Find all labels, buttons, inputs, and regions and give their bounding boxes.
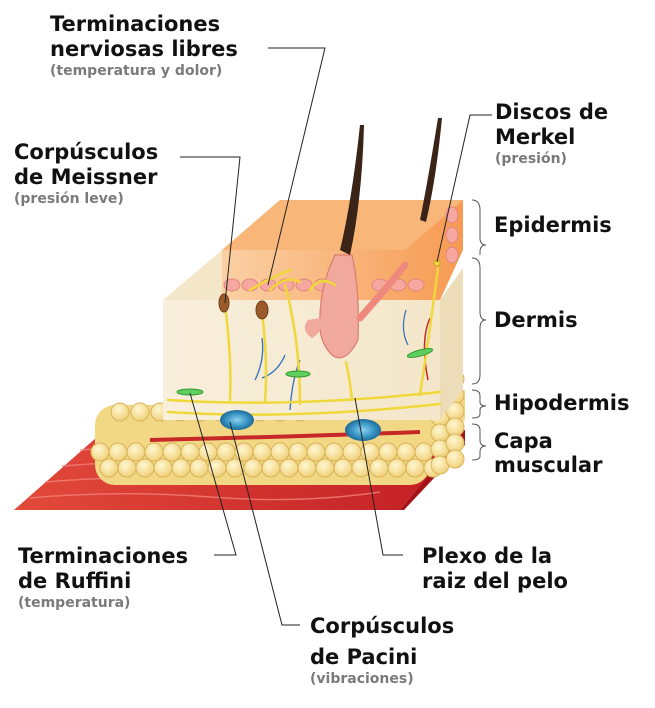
- fat-cell: [198, 442, 218, 462]
- fat-cell: [108, 442, 128, 462]
- fat-cell: [90, 442, 110, 462]
- fat-cell: [333, 458, 353, 478]
- pacini-line2: de Pacini: [310, 645, 418, 669]
- fat-cell: [252, 442, 272, 462]
- fat-cell: [130, 402, 150, 422]
- fat-cell: [387, 458, 407, 478]
- layer-brackets: [471, 199, 487, 461]
- fat-cell: [126, 442, 146, 462]
- fat-cell: [279, 458, 299, 478]
- label-meissner: Corpúsculos de Meissner (presión leve): [14, 140, 158, 208]
- meissner-line1: Corpúsculos: [14, 140, 159, 164]
- fat-cell: [99, 458, 119, 478]
- fat-cell: [342, 442, 362, 462]
- pacini-sub: (vibraciones): [310, 671, 414, 687]
- pacini-line1: Corpúsculos: [310, 614, 455, 638]
- muscle-line1: Capa: [494, 429, 553, 453]
- hair-follicle: [304, 118, 442, 359]
- fat-cell: [445, 449, 465, 469]
- meissner-sub: (presión leve): [14, 191, 124, 207]
- ruffini-line1: Terminaciones: [18, 544, 189, 568]
- muscle-line2: muscular: [494, 453, 603, 477]
- layer-label-hypodermis: Hipodermis: [494, 391, 630, 415]
- fat-cell: [110, 402, 130, 422]
- meissner-line2: de Meissner: [14, 165, 158, 189]
- pacini-corpuscles: [220, 410, 381, 441]
- label-hair-plexus: Plexo de la raiz del pelo: [422, 544, 568, 594]
- label-pacini: Corpúsculos de Pacini (vibraciones): [310, 614, 454, 688]
- fat-cell: [369, 458, 389, 478]
- fat-cell: [135, 458, 155, 478]
- meissner-corpuscles: [218, 293, 269, 320]
- layer-label-epidermis: Epidermis: [494, 213, 612, 237]
- hair-plexus-line2: raiz del pelo: [422, 569, 568, 593]
- label-ruffini: Terminaciones de Ruffini (temperatura): [18, 544, 188, 612]
- fat-cell: [414, 442, 434, 462]
- fat-cell: [216, 442, 236, 462]
- free-endings-sub: (temperatura y dolor): [50, 63, 223, 79]
- ruffini-sub: (temperatura): [18, 595, 131, 611]
- fat-cell: [324, 442, 344, 462]
- fat-cell: [117, 458, 137, 478]
- merkel-line1: Discos de: [495, 100, 609, 124]
- fat-cell: [171, 458, 191, 478]
- fat-cell: [189, 458, 209, 478]
- ruffini-endings: [176, 348, 434, 396]
- fat-cell: [378, 442, 398, 462]
- fat-cell: [396, 442, 416, 462]
- fat-cell: [306, 442, 326, 462]
- merkel-sub: (presión): [495, 151, 567, 167]
- layer-label-dermis: Dermis: [494, 308, 578, 332]
- ruffini-line2: de Ruffini: [18, 569, 132, 593]
- label-free-nerve-endings: Terminaciones nerviosas libres (temperat…: [50, 12, 238, 80]
- fat-cell: [445, 433, 465, 453]
- fat-cell: [288, 442, 308, 462]
- fat-cell: [445, 417, 465, 437]
- fat-cell: [315, 458, 335, 478]
- fat-cell: [261, 458, 281, 478]
- dermis-block: [163, 300, 440, 420]
- fat-cell: [144, 442, 164, 462]
- free-endings-line2: nerviosas libres: [50, 37, 238, 61]
- fat-cell: [207, 458, 227, 478]
- label-merkel: Discos de Merkel (presión): [495, 100, 608, 168]
- fat-cell: [297, 458, 317, 478]
- fat-cell: [243, 458, 263, 478]
- hair-plexus-line1: Plexo de la: [422, 544, 553, 568]
- merkel-line2: Merkel: [495, 125, 576, 149]
- fat-cell: [153, 458, 173, 478]
- leader-lines: [180, 47, 492, 626]
- layer-label-muscle: Capa muscular: [494, 429, 602, 477]
- fat-cell: [270, 442, 290, 462]
- nerve-fibers: [166, 266, 442, 416]
- fat-cell: [180, 442, 200, 462]
- free-endings-line1: Terminaciones: [50, 12, 221, 36]
- fat-cell: [162, 442, 182, 462]
- fat-cell: [405, 458, 425, 478]
